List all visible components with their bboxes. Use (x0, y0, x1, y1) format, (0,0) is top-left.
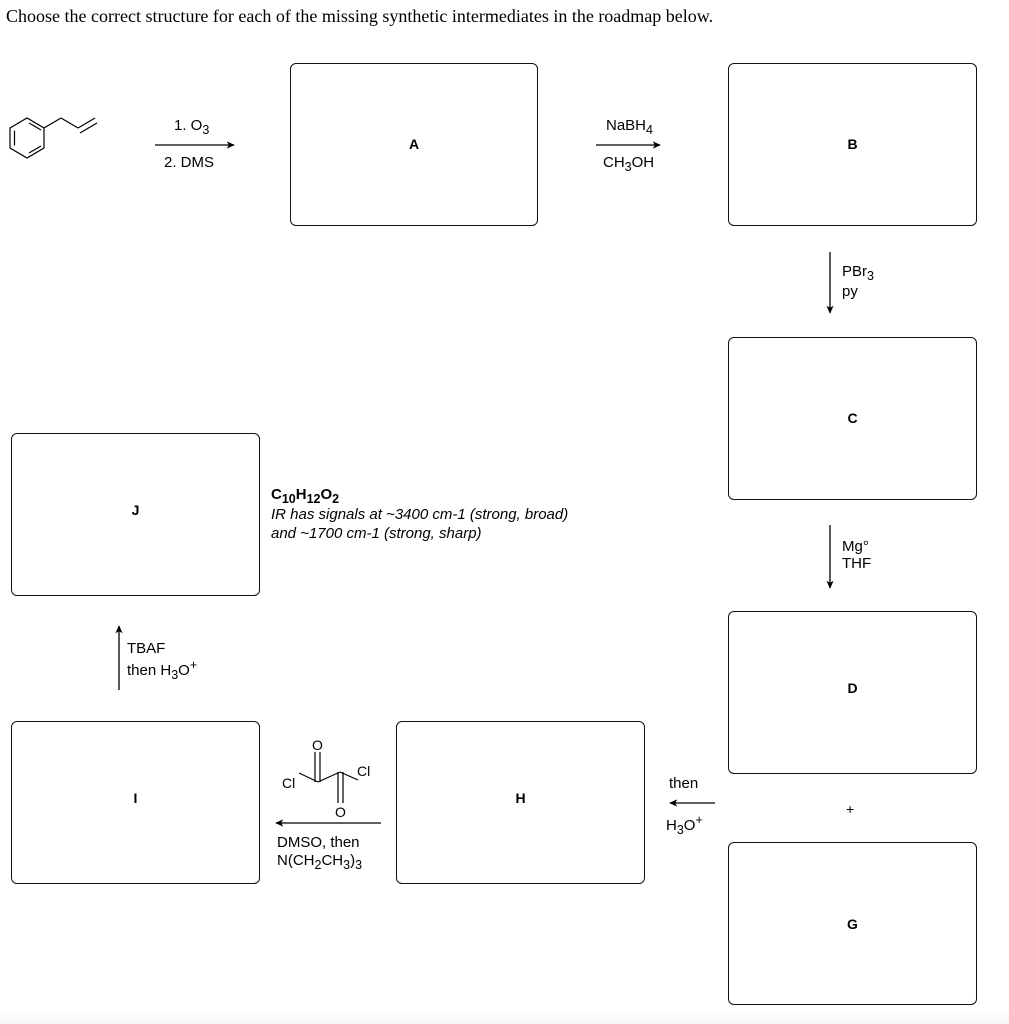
reagent-thf: THF (842, 555, 872, 572)
box-j-label: J (131, 502, 140, 518)
oxalyl-chloride-structure (298, 752, 359, 803)
reagent-then-h3o-post: O (178, 662, 190, 679)
box-d[interactable]: D (728, 611, 977, 774)
reagent-ch3oh: CH3OH (603, 154, 654, 176)
formula-o: O (320, 486, 333, 503)
oxalyl-o-top: O (312, 737, 323, 753)
reagent-nabh4: NaBH4 (606, 117, 653, 139)
box-c-label: C (847, 410, 858, 426)
box-a-label: A (408, 136, 420, 152)
formula-h-sub: 12 (306, 492, 321, 506)
reagent-then-h3o: then H3O+ (127, 658, 197, 684)
box-g-label: G (847, 916, 858, 932)
reagent-tea-sub1: 2 (314, 858, 322, 872)
oxalyl-cl-right: Cl (357, 763, 370, 779)
box-j[interactable]: J (11, 433, 260, 596)
box-d-label: D (847, 680, 858, 696)
formula-o-sub: 2 (332, 492, 340, 506)
box-g[interactable]: G (728, 842, 977, 1005)
oxalyl-cl-left: Cl (282, 775, 295, 791)
question-text: Choose the correct structure for each of… (6, 6, 714, 26)
box-h[interactable]: H (396, 721, 645, 884)
reagent-nabh4-sub: 4 (646, 123, 653, 137)
reagent-then: then (669, 775, 699, 792)
bottom-edge (0, 1010, 1009, 1024)
hint-ir-line1: IR has signals at ~3400 cm-1 (strong, br… (271, 506, 569, 523)
oxalyl-o-bottom: O (335, 804, 346, 820)
reagent-pbr3-text: PBr (842, 263, 868, 280)
reagent-ozone-text: 1. O (174, 117, 203, 134)
reagent-tea-pre: N(CH (277, 852, 315, 869)
reagent-h3o: H3O+ (666, 813, 703, 839)
box-b-label: B (847, 136, 858, 152)
reagent-then-h3o-pre: then H (127, 662, 172, 679)
box-i[interactable]: I (11, 721, 260, 884)
reagent-pbr3: PBr3 (842, 263, 874, 285)
reagent-triethylamine: N(CH2CH3)3 (277, 852, 362, 874)
reagent-ozone-sub: 3 (202, 123, 210, 137)
reagent-then-h3o-sup: + (189, 658, 198, 672)
box-b[interactable]: B (728, 63, 977, 226)
reagent-dms: 2. DMS (164, 154, 215, 171)
reagent-h3o-post: O (683, 817, 696, 834)
box-h-label: H (515, 790, 526, 806)
reagent-tea-sub3: 3 (355, 858, 363, 872)
plus-sign: + (846, 801, 855, 817)
reagent-ch3oh-post: OH (631, 154, 655, 171)
reagent-tea-mid: CH (321, 852, 344, 869)
reagent-ch3oh-pre: CH (603, 154, 625, 171)
reagent-tbaf: TBAF (127, 640, 166, 657)
box-i-label: I (133, 790, 138, 806)
reagent-h3o-sup: + (695, 813, 703, 827)
reagent-nabh4-text: NaBH (606, 117, 647, 134)
reagent-mg: Mg° (842, 538, 869, 555)
reagent-py: py (842, 283, 858, 300)
formula-h: H (295, 486, 307, 503)
formula-c-sub: 10 (281, 492, 296, 506)
reagent-ozone: 1. O3 (174, 117, 209, 139)
hint-formula: C10H12O2 (271, 486, 339, 508)
reagent-ch3oh-sub: 3 (624, 160, 632, 174)
box-a[interactable]: A (290, 63, 538, 226)
formula-c: C (271, 486, 282, 503)
reagent-tea-sub2: 3 (343, 858, 351, 872)
reagent-h3o-sub: 3 (676, 823, 684, 837)
box-c[interactable]: C (728, 337, 977, 500)
reagent-pbr3-sub: 3 (867, 269, 874, 283)
hint-ir-line2: and ~1700 cm-1 (strong, sharp) (271, 525, 482, 542)
reagent-dmso: DMSO, then (277, 834, 360, 851)
reagent-then-h3o-sub: 3 (171, 668, 179, 682)
reagent-h3o-pre: H (666, 817, 677, 834)
styrene-structure (9, 117, 98, 159)
reagent-tea-post: ) (350, 852, 356, 869)
